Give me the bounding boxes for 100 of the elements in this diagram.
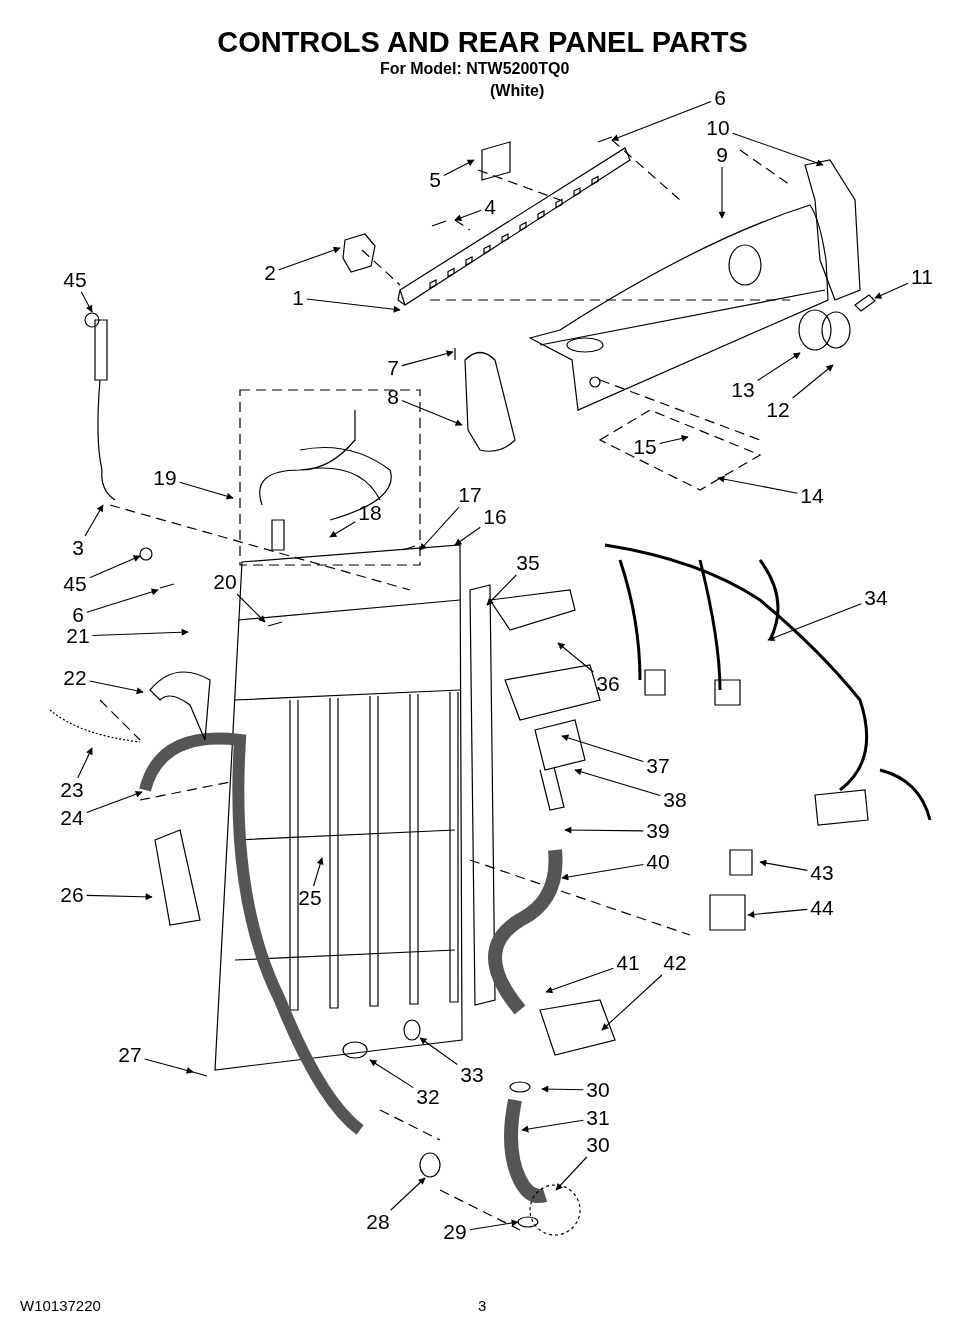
model-number: For Model: NTW5200TQ0 [380,60,570,78]
callout-number: 29 [442,1221,468,1243]
callout-number: 40 [645,851,671,873]
callout-number: 41 [615,952,641,974]
callout-number: 36 [595,673,621,695]
callout-number: 39 [645,820,671,842]
callout-number: 17 [457,484,483,506]
callout-number: 32 [415,1086,441,1108]
callout-number: 25 [297,887,323,909]
leader-line [86,790,143,814]
leader-line [419,506,460,551]
leader-line [419,1037,458,1066]
leader-line [401,350,454,367]
leader-line [369,1059,414,1089]
leader-line [564,826,644,834]
callout-number: 22 [62,667,88,689]
callout-number: 24 [59,807,85,829]
leader-line [92,628,189,636]
callout-number: 16 [482,506,508,528]
callout-number: 42 [662,952,688,974]
callout-number: 7 [386,357,400,379]
leader-line [236,593,266,623]
leader-line [86,588,159,613]
callout-number: 1 [291,287,305,309]
leader-line [86,893,153,901]
page-number: 3 [478,1297,487,1314]
callout-number: 33 [459,1064,485,1086]
callout-number: 13 [730,379,756,401]
callout-number: 18 [357,502,383,524]
leader-line [874,282,909,299]
leader-line [89,680,144,695]
callout-number: 38 [662,789,688,811]
leader-line [718,166,726,219]
color-note: (White) [490,82,545,100]
callout-number: 20 [212,571,238,593]
callout-number: 12 [765,399,791,421]
callout-number: 45 [62,269,88,291]
callout-number: 8 [386,386,400,408]
leader-line [747,908,808,918]
leader-line [757,352,801,382]
leader-line [454,526,481,546]
callout-number: 31 [585,1107,611,1129]
leader-line [401,400,463,426]
callout-number: 6 [71,604,85,626]
leader-line [545,967,614,994]
callout-number: 4 [483,196,497,218]
callout-number: 6 [713,87,727,109]
leader-line [574,768,661,797]
leader-line [555,1156,588,1191]
leader-line [732,132,824,167]
leader-line [521,1119,584,1133]
leader-line [179,481,234,500]
leader-line [659,435,689,445]
callout-number: 15 [632,436,658,458]
leader-line [486,574,517,606]
callout-number: 45 [62,573,88,595]
leader-line [469,1219,519,1231]
callout-number: 37 [645,755,671,777]
leader-line [306,298,401,313]
leader-line [792,364,834,399]
callout-number: 2 [263,262,277,284]
callout-number: 27 [117,1044,143,1066]
callout-number: 11 [910,266,934,288]
callout-number: 30 [585,1079,611,1101]
diagram-title: CONTROLS AND REAR PANEL PARTS [216,26,749,59]
leader-line [77,747,93,779]
callout-number: 19 [152,467,178,489]
callout-number: 34 [863,587,889,609]
leader-line [84,504,104,537]
callout-number: 43 [809,862,835,884]
leader-line [454,209,482,222]
leader-line [561,734,644,762]
leader-line [144,1058,194,1074]
callout-number: 28 [365,1211,391,1233]
callout-number: 26 [59,884,85,906]
callout-number: 23 [59,779,85,801]
callout-number: 5 [428,169,442,191]
callout-number: 14 [799,485,825,507]
callout-number: 30 [585,1134,611,1156]
leader-line [390,1177,426,1211]
leader-line [601,974,663,1031]
leader-line [611,100,712,141]
leader-line [443,159,475,176]
leader-line [557,642,594,673]
leader-line [80,291,93,313]
leader-line [767,603,862,641]
leader-line [329,521,356,538]
leader-line [313,857,324,887]
callout-number: 44 [809,897,835,919]
leader-line [541,1085,584,1093]
leader-line [759,859,808,871]
callout-number: 21 [65,625,91,647]
leader-line [561,863,644,881]
document-number: W10137220 [20,1297,101,1314]
callout-number: 3 [71,537,85,559]
callout-number: 35 [515,552,541,574]
callout-number: 9 [715,144,729,166]
leader-line [717,475,798,494]
callout-number: 10 [705,117,731,139]
leader-line [89,555,141,579]
